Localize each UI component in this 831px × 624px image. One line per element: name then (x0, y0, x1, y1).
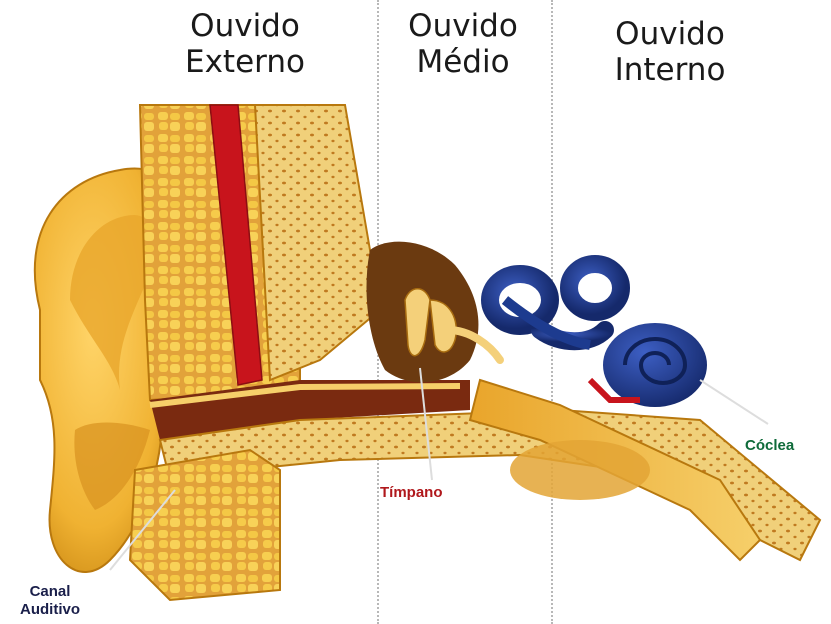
label-timpano: Tímpano (380, 484, 443, 502)
cochlea-spiral (603, 323, 707, 407)
tube-bulge (510, 440, 650, 500)
label-timpano-text: Tímpano (380, 484, 443, 502)
label-canal-auditivo: Canal Auditivo (5, 583, 95, 619)
leader-coclea (700, 380, 768, 424)
label-coclea: Cóclea (745, 437, 794, 455)
section-middle-line2: Médio (393, 44, 533, 80)
bone-upper (255, 105, 380, 380)
section-inner-line2: Interno (595, 52, 745, 88)
section-external-line1: Ouvido (175, 8, 315, 44)
section-external-line2: Externo (175, 44, 315, 80)
label-canal-line2: Auditivo (5, 601, 95, 619)
tissue-lower (130, 450, 280, 600)
section-title-inner: Ouvido Interno (595, 16, 745, 88)
section-title-external: Ouvido Externo (175, 8, 315, 80)
label-coclea-text: Cóclea (745, 437, 794, 455)
label-canal-line1: Canal (5, 583, 95, 601)
section-title-middle: Ouvido Médio (393, 8, 533, 80)
section-middle-line1: Ouvido (393, 8, 533, 44)
section-inner-line1: Ouvido (595, 16, 745, 52)
